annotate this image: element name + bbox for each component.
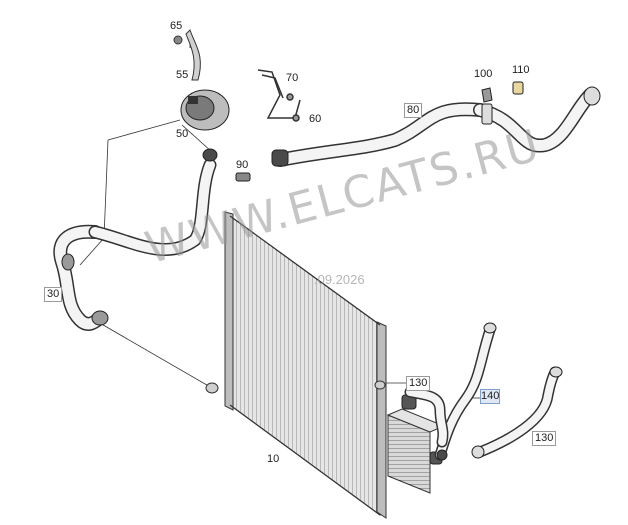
part-label-130-right[interactable]: 130 [532, 431, 557, 446]
oil-cooler [386, 394, 446, 494]
radiator [205, 211, 387, 519]
hoses [53, 88, 597, 461]
part-label-130-left[interactable]: 130 [406, 376, 431, 391]
water-pump [173, 29, 230, 131]
part-label-65[interactable]: 65 [170, 20, 183, 32]
part-label-70[interactable]: 70 [286, 72, 299, 84]
part-label-100[interactable]: 100 [474, 68, 493, 80]
part-label-90[interactable]: 90 [236, 159, 249, 171]
part-label-140[interactable]: 140 [480, 389, 501, 404]
part-label-80[interactable]: 80 [404, 103, 423, 118]
part-label-60[interactable]: 60 [309, 113, 322, 125]
part-label-50[interactable]: 50 [176, 128, 189, 140]
part-label-110[interactable]: 110 [512, 64, 530, 76]
leader-lines [79, 40, 480, 399]
hose-fittings [61, 86, 601, 461]
part-label-55[interactable]: 55 [176, 69, 189, 81]
part-label-10[interactable]: 10 [267, 453, 280, 465]
bracket [257, 69, 301, 122]
small-parts [235, 81, 524, 182]
part-label-30[interactable]: 30 [44, 287, 63, 302]
